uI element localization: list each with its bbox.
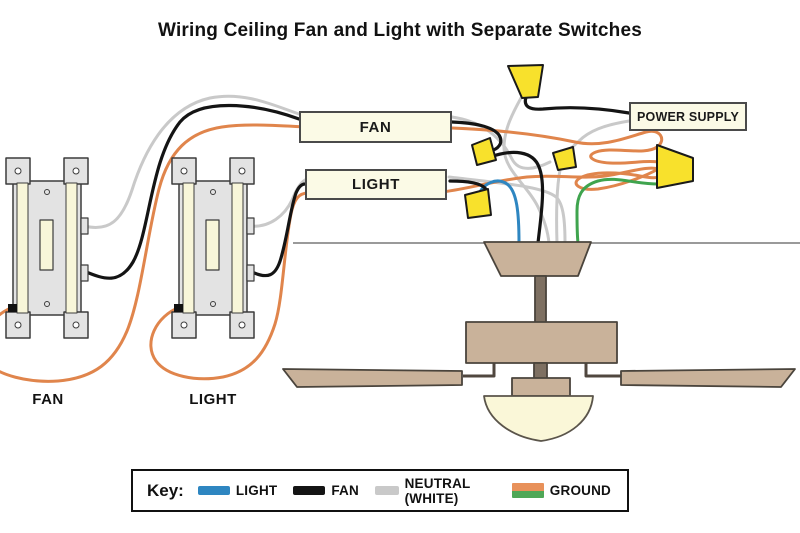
power-supply-label-text: POWER SUPPLY — [637, 109, 739, 124]
light-wire-swatch — [197, 486, 230, 495]
fan-cable-label-text: FAN — [359, 118, 392, 136]
wire-nut-fan-icon — [471, 137, 497, 166]
ground-swatch-green — [511, 490, 544, 498]
wire-connectors — [464, 64, 694, 219]
legend-item-light: LIGHT — [197, 483, 278, 498]
wires — [0, 94, 664, 383]
legend-item-fan-label: FAN — [331, 483, 359, 498]
light-switch-toggle — [205, 219, 220, 271]
legend-item-neutral: NEUTRAL (WHITE) — [374, 475, 496, 506]
hot-wire-switch2-to-light-cable — [248, 182, 307, 278]
light-switch-ground-screw — [174, 304, 183, 312]
hot-wire-connector1-to-power — [523, 95, 631, 115]
neutral-wire-light-cable-to-canopy — [447, 175, 567, 245]
fan-switch-caption: FAN — [32, 391, 64, 408]
fan-motor-housing — [465, 321, 618, 364]
fan-downrod — [534, 275, 547, 324]
hot-wire-fan-cable-to-connector2 — [450, 120, 503, 153]
neutral-wire-connector1-to-canopy — [502, 96, 551, 245]
fan-canopy — [483, 241, 592, 277]
hot-wire-switch1-to-fan-cable — [82, 103, 301, 280]
fan-light-stem — [533, 362, 548, 380]
fan-cable-label: FAN — [299, 111, 452, 143]
fan-switch — [5, 157, 89, 339]
ceiling-fan — [282, 241, 796, 442]
light-cable-label: LIGHT — [305, 169, 447, 200]
fan-glass-bowl — [483, 395, 594, 442]
light-switch-caption: LIGHT — [189, 391, 237, 408]
legend-item-light-label: LIGHT — [235, 483, 278, 498]
hot-wires — [82, 95, 631, 280]
neutral-wire-swatch — [374, 486, 399, 495]
ground-swatch-orange — [511, 483, 544, 491]
neutral-wire-switch1-to-fan-cable — [82, 94, 301, 229]
page-title: Wiring Ceiling Fan and Light with Separa… — [157, 20, 643, 41]
legend: Key: LIGHT FAN NEUTRAL (WHITE) GROUND — [131, 469, 629, 512]
neutral-wire-switch2-to-light-cable — [248, 178, 307, 228]
fan-blade-left — [282, 368, 463, 388]
fan-switch-ground-screw — [8, 304, 17, 312]
legend-item-ground: GROUND — [511, 483, 611, 498]
power-supply-label: POWER SUPPLY — [629, 102, 747, 131]
wire-nut-top-icon — [507, 64, 544, 99]
ground-wire-switch2 — [149, 166, 662, 381]
light-switch — [171, 157, 255, 339]
neutral-wire-connector3-to-canopy — [555, 168, 562, 245]
wire-nut-neutral-icon — [552, 146, 577, 171]
ground-wire-swatch — [511, 483, 544, 498]
wire-nut-ground-icon — [656, 144, 694, 189]
legend-item-ground-label: GROUND — [549, 483, 611, 498]
fan-blade-arm-right — [584, 363, 621, 378]
wall-switches — [5, 157, 255, 339]
legend-item-neutral-label: NEUTRAL (WHITE) — [404, 475, 471, 506]
fan-light-kit — [511, 377, 571, 397]
hot-wire-connector2-to-canopy — [488, 150, 545, 245]
neutral-wire-power-to-connector — [564, 119, 631, 154]
wire-nut-light-icon — [464, 188, 492, 219]
light-cable-label-text: LIGHT — [352, 176, 400, 193]
fan-wire-swatch — [293, 486, 326, 495]
legend-item-fan: FAN — [293, 483, 359, 498]
ground-wire-green-to-canopy — [575, 177, 660, 245]
fan-blade-right — [620, 368, 796, 388]
fan-blade-arm-left — [463, 363, 496, 378]
fan-switch-toggle — [39, 219, 54, 271]
legend-heading: Key: — [147, 480, 184, 500]
